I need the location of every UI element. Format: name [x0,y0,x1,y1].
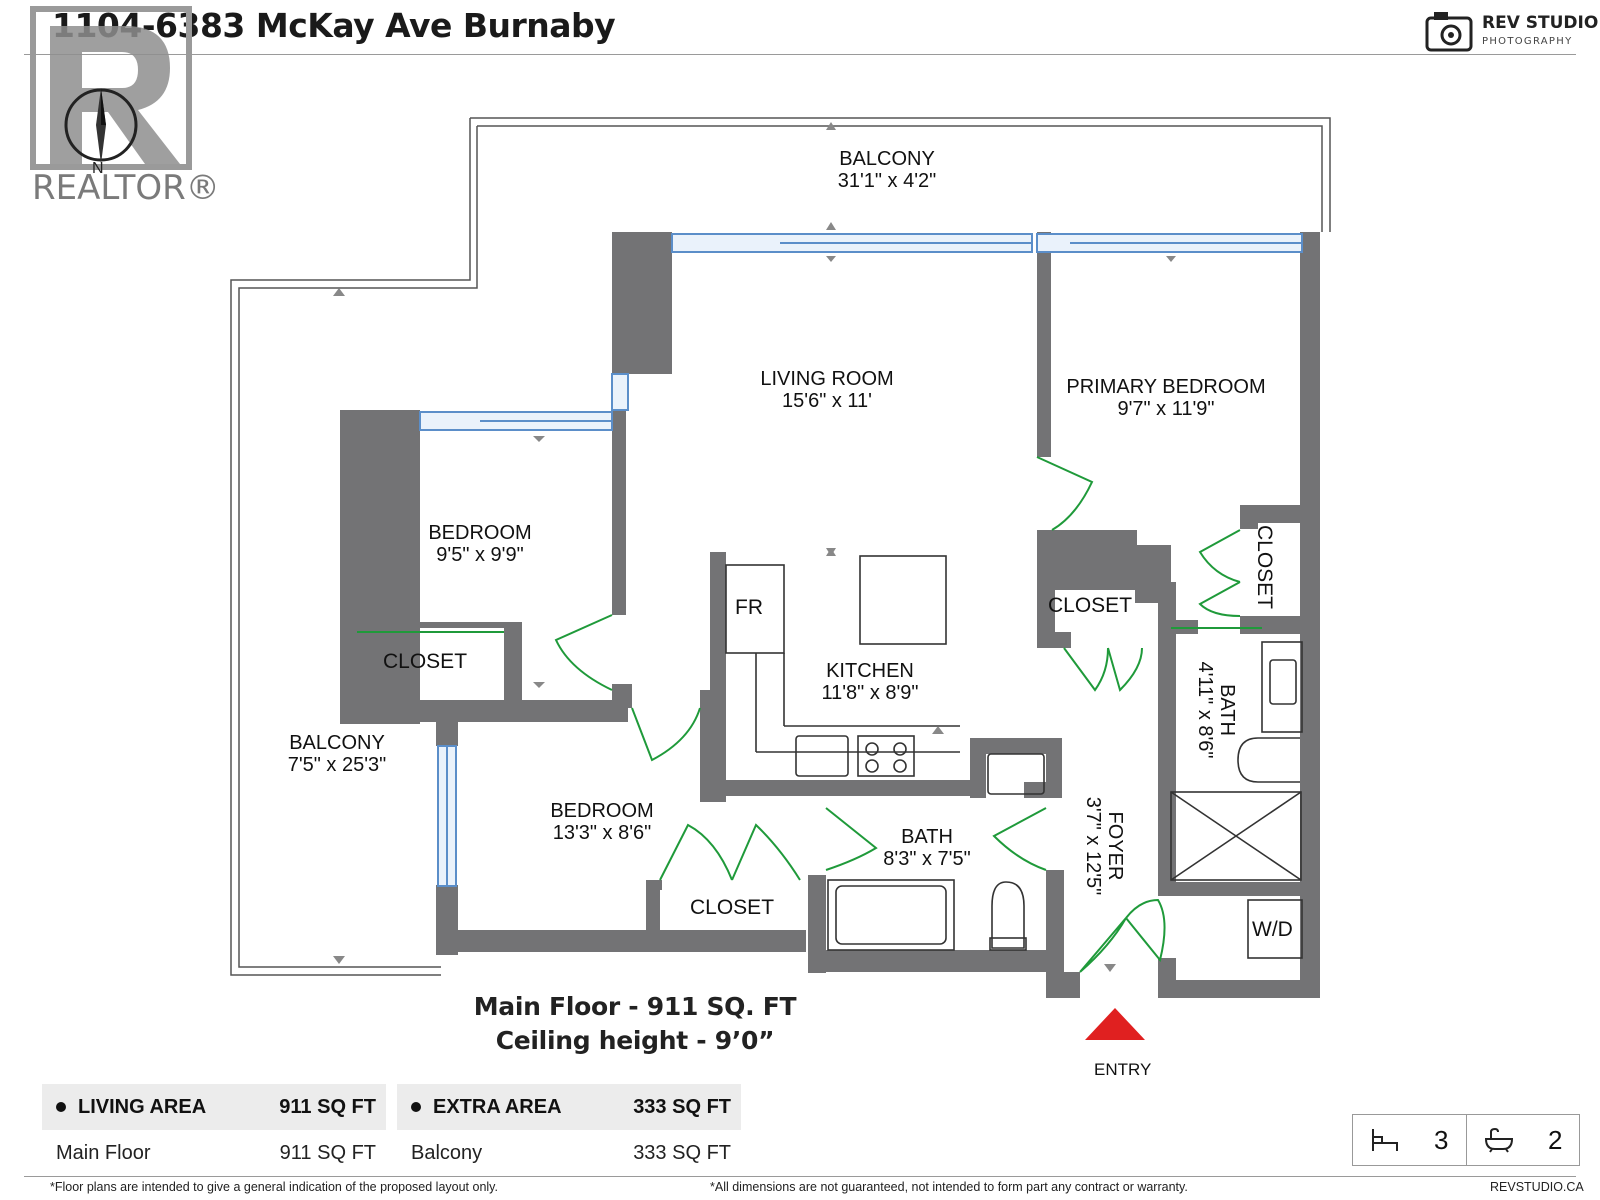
room-dims: 9'5" x 9'9" [436,544,524,566]
brand-name: REV STUDIO [1482,13,1599,33]
room-dims: 7'5" x 25'3" [287,754,387,776]
entry-arrow-icon [1085,1008,1145,1040]
table-header-value: 333 SQ FT [633,1095,731,1118]
bedroom-count-value: 3 [1434,1124,1449,1155]
bed-bath-counts: 3 2 [1352,1114,1580,1166]
bullet-icon [56,1102,66,1113]
row-value: 911 SQ FT [279,1141,376,1164]
table-header-value: 911 SQ FT [279,1095,376,1118]
living-area-header: LIVING AREA 911 SQ FT [42,1084,386,1130]
footer-disclaimer-middle: *All dimensions are not guaranteed, not … [710,1180,1188,1194]
room-dims: 3'7" x 12'5" [1082,796,1104,896]
room-dims: 15'6" x 11' [782,390,872,412]
fridge-label: FR [735,596,763,619]
bathroom-count-value: 2 [1548,1124,1563,1155]
room-name: PRIMARY BEDROOM [1066,376,1266,398]
footer-website: REVSTUDIO.CA [1490,1180,1584,1194]
extra-area-header: EXTRA AREA 333 SQ FT [397,1084,741,1130]
camera-icon [1425,12,1473,52]
room-dims: 4'11" x 8'6" [1194,661,1216,759]
bullet-icon [411,1102,421,1113]
doors [357,456,1262,973]
ceiling-height-line: Ceiling height - 9’0” [495,1026,775,1055]
table-row: Balcony 333 SQ FT [397,1130,741,1176]
realtor-watermark-text: REALTOR® [32,168,220,208]
windows [419,233,1303,887]
room-name: KITCHEN [826,660,914,682]
bed-icon [1372,1129,1398,1151]
table-row: Main Floor 911 SQ FT [42,1130,386,1176]
closet-primary-label: CLOSET [1253,524,1277,610]
table-header-label: LIVING AREA [78,1095,207,1118]
closet-kitchen-label: CLOSET [1048,594,1133,617]
row-label: Balcony [411,1141,483,1164]
room-name: BEDROOM [428,522,532,544]
living-area-table: LIVING AREA 911 SQ FT Main Floor 911 SQ … [42,1084,386,1176]
compass-icon [64,88,138,164]
header-divider [24,54,1576,55]
room-name: FOYER [1104,811,1126,881]
room-name: BALCONY [289,732,385,754]
table-header-label: EXTRA AREA [433,1095,562,1118]
room-dims: 8'3" x 7'5" [883,848,971,870]
fixtures [725,555,1303,959]
room-dims: 31'1" x 4'2" [837,170,937,192]
bedroom-count: 3 [1353,1115,1466,1165]
walls [340,232,1320,998]
row-label: Main Floor [56,1141,151,1164]
extra-area-table: EXTRA AREA 333 SQ FT Balcony 333 SQ FT [397,1084,741,1176]
closet-bedroom-1-label: CLOSET [383,650,468,673]
closet-bedroom-2-label: CLOSET [690,896,775,919]
room-name: BATH [901,826,953,848]
room-dims: 13'3" x 8'6" [552,822,652,844]
dimension-markers [333,122,1176,972]
room-name: BATH [1216,684,1238,736]
room-name: LIVING ROOM [760,368,894,390]
washer-dryer-label: W/D [1252,918,1293,941]
bathtub-icon [1484,1127,1514,1153]
footer-disclaimer-left: *Floor plans are intended to give a gene… [50,1180,498,1194]
floor-area-line: Main Floor - 911 SQ. FT [473,992,797,1021]
entry-label: ENTRY [1094,1060,1152,1079]
floor-summary: Main Floor - 911 SQ. FT Ceiling height -… [0,990,1270,1058]
footer-divider [24,1176,1576,1177]
room-dims: 9'7" x 11'9" [1117,398,1215,420]
brand-subtitle: PHOTOGRAPHY [1482,36,1573,47]
bathroom-count: 2 [1465,1115,1580,1165]
compass-north-label: N [92,160,104,177]
row-value: 333 SQ FT [633,1141,731,1164]
room-name: BEDROOM [550,800,654,822]
room-dims: 11'8" x 8'9" [821,682,919,704]
room-name: BALCONY [839,148,935,170]
balcony-outlines [230,117,1331,976]
realtor-r-icon [30,6,192,170]
